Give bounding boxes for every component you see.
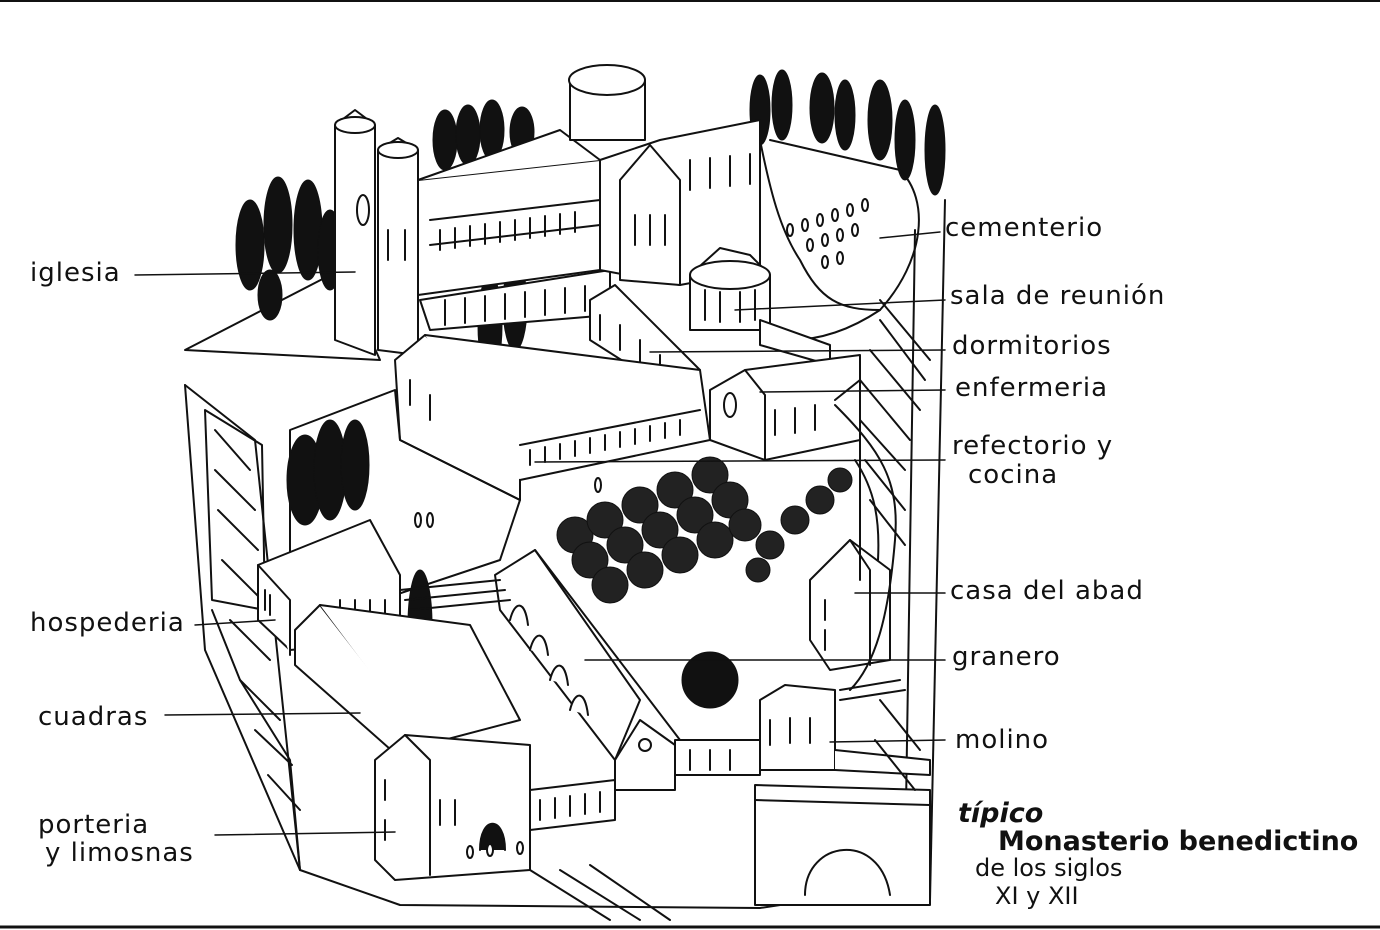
label-dormitorios: dormitorios: [952, 331, 1112, 361]
label-cementerio: cementerio: [945, 213, 1104, 243]
title-line-1: típico: [958, 798, 1044, 829]
mill: [674, 684, 931, 776]
label-molino: molino: [955, 725, 1050, 755]
label-cocina: cocina: [968, 460, 1059, 490]
orchard: [556, 456, 853, 604]
gatehouse: [374, 734, 616, 881]
label-iglesia: iglesia: [30, 258, 121, 288]
label-hospederia: hospederia: [30, 608, 185, 638]
leader-lines: [134, 231, 946, 836]
cemetery: [759, 139, 920, 341]
stables: [294, 604, 521, 781]
title-line-4: XI y XII: [995, 882, 1079, 910]
right-slope: [834, 299, 931, 791]
infirmary: [709, 354, 861, 461]
label-porteria: porteria: [38, 810, 150, 840]
stream: [399, 579, 906, 921]
church: [334, 64, 761, 356]
title-line-3: de los siglos: [975, 854, 1123, 882]
label-refectorio: refectorio y: [952, 431, 1114, 461]
label-granero: granero: [952, 642, 1061, 672]
label-enfermeria: enfermeria: [955, 373, 1109, 403]
label-sala-reunion: sala de reunión: [950, 281, 1166, 311]
label-cuadras: cuadras: [38, 702, 149, 732]
title-line-2: Monasterio benedictino: [998, 826, 1359, 857]
bridge: [754, 784, 931, 906]
refectory: [394, 334, 711, 501]
label-limosnas: y limosnas: [45, 838, 194, 868]
label-casa-abad: casa del abad: [950, 576, 1144, 606]
